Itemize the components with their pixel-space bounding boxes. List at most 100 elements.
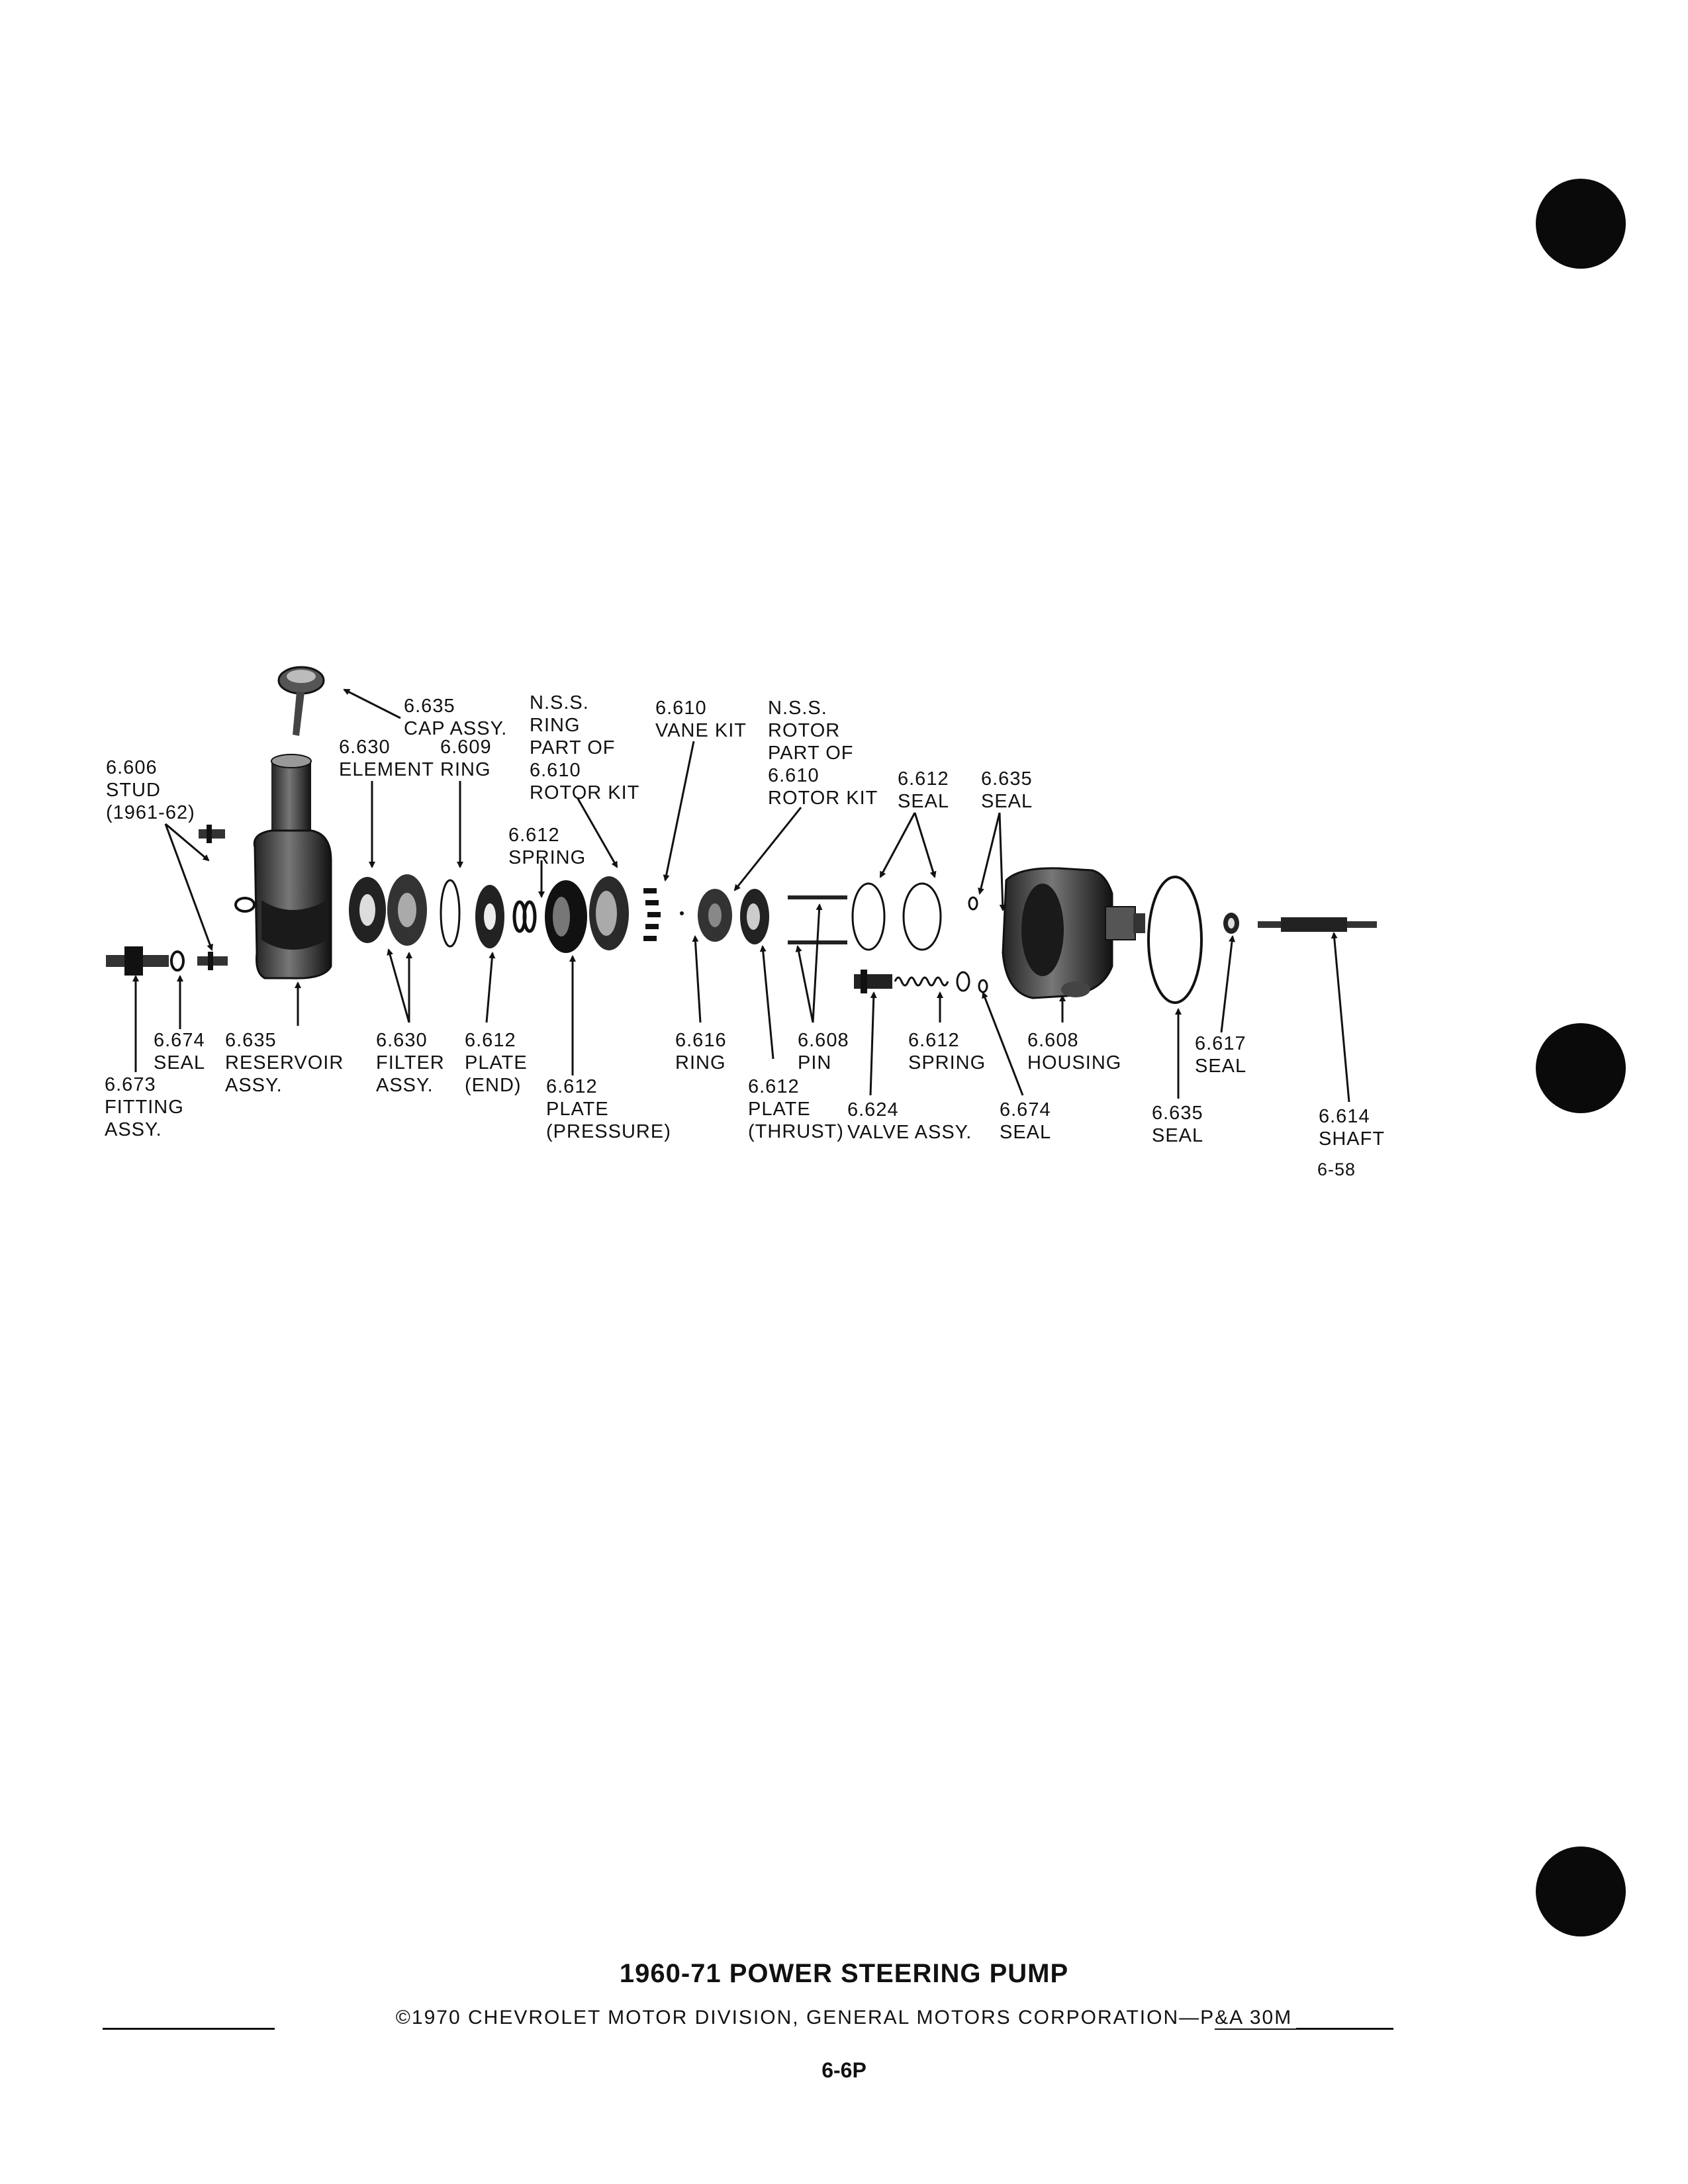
callout-number: 6.612	[546, 1076, 598, 1097]
binder-hole-top	[1536, 179, 1626, 269]
seals-6-612	[851, 882, 942, 951]
ring-6-609	[440, 879, 461, 948]
callout-text: SEAL	[1152, 1125, 1204, 1146]
callout-number: 6.624	[847, 1099, 899, 1120]
callout-text: ROTOR KIT	[768, 788, 878, 809]
figure-number: 6-58	[1317, 1160, 1356, 1179]
callout-text: ASSY.	[225, 1075, 283, 1096]
filter-element-and-assembly	[349, 874, 427, 946]
callout-number: 6.614	[1319, 1106, 1370, 1127]
callout-text: SPRING	[908, 1052, 986, 1073]
callout-text: ASSY.	[376, 1075, 434, 1096]
shaft	[1258, 917, 1377, 932]
callout-number: 6.612	[908, 1030, 960, 1051]
callout-text: PART OF	[768, 743, 854, 764]
callout-number: 6.635	[981, 768, 1033, 790]
callout-text: ROTOR	[768, 720, 841, 741]
fitting-assembly	[106, 946, 185, 976]
callout-number: N.S.S.	[530, 692, 589, 713]
callout-text: CAP ASSY.	[404, 718, 508, 739]
callout-number: 6.612	[508, 825, 560, 846]
page-number: 6-6P	[821, 2058, 867, 2082]
rotor-ring	[589, 876, 629, 950]
callout-number: 6.610	[655, 698, 707, 719]
copyright-text: ©1970 CHEVROLET MOTOR DIVISION, GENERAL …	[391, 2007, 1297, 2028]
callout-number: 6.635	[1152, 1103, 1203, 1124]
callout-text: ELEMENT	[339, 759, 434, 780]
callout-text: PLATE	[465, 1052, 528, 1073]
callout-text: ROTOR KIT	[530, 782, 640, 803]
callout-number: 6.673	[105, 1074, 156, 1095]
callout-text: RING	[530, 715, 581, 736]
callout-text: SEAL	[981, 791, 1033, 812]
callout-text: (1961-62)	[106, 802, 195, 823]
callout-number: 6.635	[404, 696, 455, 717]
footer-rule-left	[103, 2028, 275, 2030]
studs	[197, 825, 228, 970]
callout-text: (PRESSURE)	[546, 1121, 671, 1142]
callout-text: PIN	[798, 1052, 832, 1073]
cap-assembly	[277, 666, 325, 736]
callout-text: SPRING	[508, 847, 586, 868]
seal-6-617	[1223, 913, 1239, 934]
seal-6-635-large	[1147, 876, 1203, 1004]
callout-number: 6.616	[675, 1030, 727, 1051]
callout-text: SEAL	[1000, 1122, 1052, 1143]
plate-thrust	[740, 889, 769, 944]
callout-text: 6.610	[768, 765, 820, 786]
callout-text: SEAL	[1195, 1056, 1247, 1077]
spring-upper	[512, 900, 537, 933]
pump-housing	[1002, 867, 1145, 999]
callout-number: 6.635	[225, 1030, 277, 1051]
callout-text: HOUSING	[1027, 1052, 1122, 1073]
callout-number: 6.612	[748, 1076, 800, 1097]
callout-number: 6.609	[440, 737, 492, 758]
footer-rule-right	[1215, 2028, 1393, 2030]
plate-end	[475, 885, 504, 948]
callout-text: SHAFT	[1319, 1128, 1385, 1150]
rotor	[698, 889, 732, 942]
callout-text: (THRUST)	[748, 1121, 844, 1142]
callout-text: PLATE	[546, 1099, 609, 1120]
callout-number: 6.630	[376, 1030, 428, 1051]
callout-number: N.S.S.	[768, 698, 827, 719]
reservoir-assembly	[234, 754, 332, 979]
callout-text: VALVE ASSY.	[847, 1122, 972, 1143]
callout-number: 6.606	[106, 757, 158, 778]
callout-text: (END)	[465, 1075, 522, 1096]
callout-text: FILTER	[376, 1052, 445, 1073]
binder-hole-middle	[1536, 1023, 1626, 1113]
vane-kit	[643, 888, 684, 941]
plate-pressure	[545, 880, 587, 953]
callout-text: SEAL	[154, 1052, 206, 1073]
callout-text: SEAL	[898, 791, 950, 812]
callout-text: VANE KIT	[655, 720, 747, 741]
callout-number: 6.608	[1027, 1030, 1079, 1051]
callout-text: RING	[675, 1052, 726, 1073]
page-title: 1960-71 POWER STEERING PUMP	[619, 1959, 1069, 1988]
callout-number: 6.617	[1195, 1033, 1246, 1054]
